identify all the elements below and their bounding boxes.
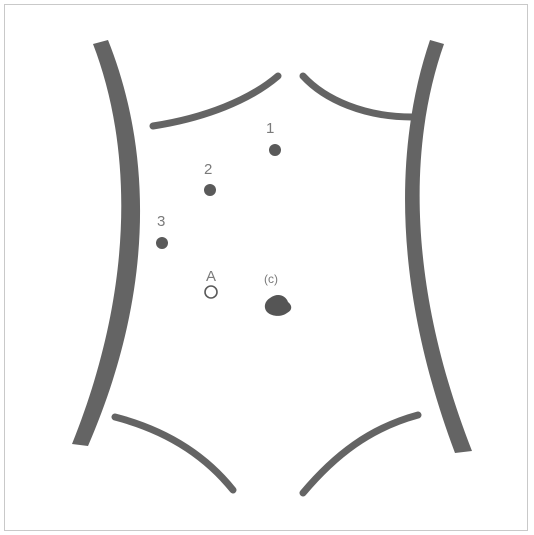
left-flank-outline <box>72 40 140 446</box>
port-2-label: 2 <box>204 161 212 178</box>
port-a-label: A <box>206 268 216 285</box>
right-flank-outline <box>405 40 472 453</box>
umbilicus-label: (c) <box>264 272 278 286</box>
port-1-marker <box>269 144 281 156</box>
port-3-label: 3 <box>157 213 165 230</box>
port-3-marker <box>156 237 168 249</box>
left-inguinal-line <box>115 417 233 490</box>
port-a-marker <box>205 286 217 298</box>
left-costal-margin <box>153 76 278 126</box>
right-inguinal-line <box>303 415 418 493</box>
umbilicus-marker <box>265 295 291 316</box>
port-1-label: 1 <box>266 120 274 137</box>
right-costal-margin <box>303 76 412 117</box>
port-2-marker <box>204 184 216 196</box>
